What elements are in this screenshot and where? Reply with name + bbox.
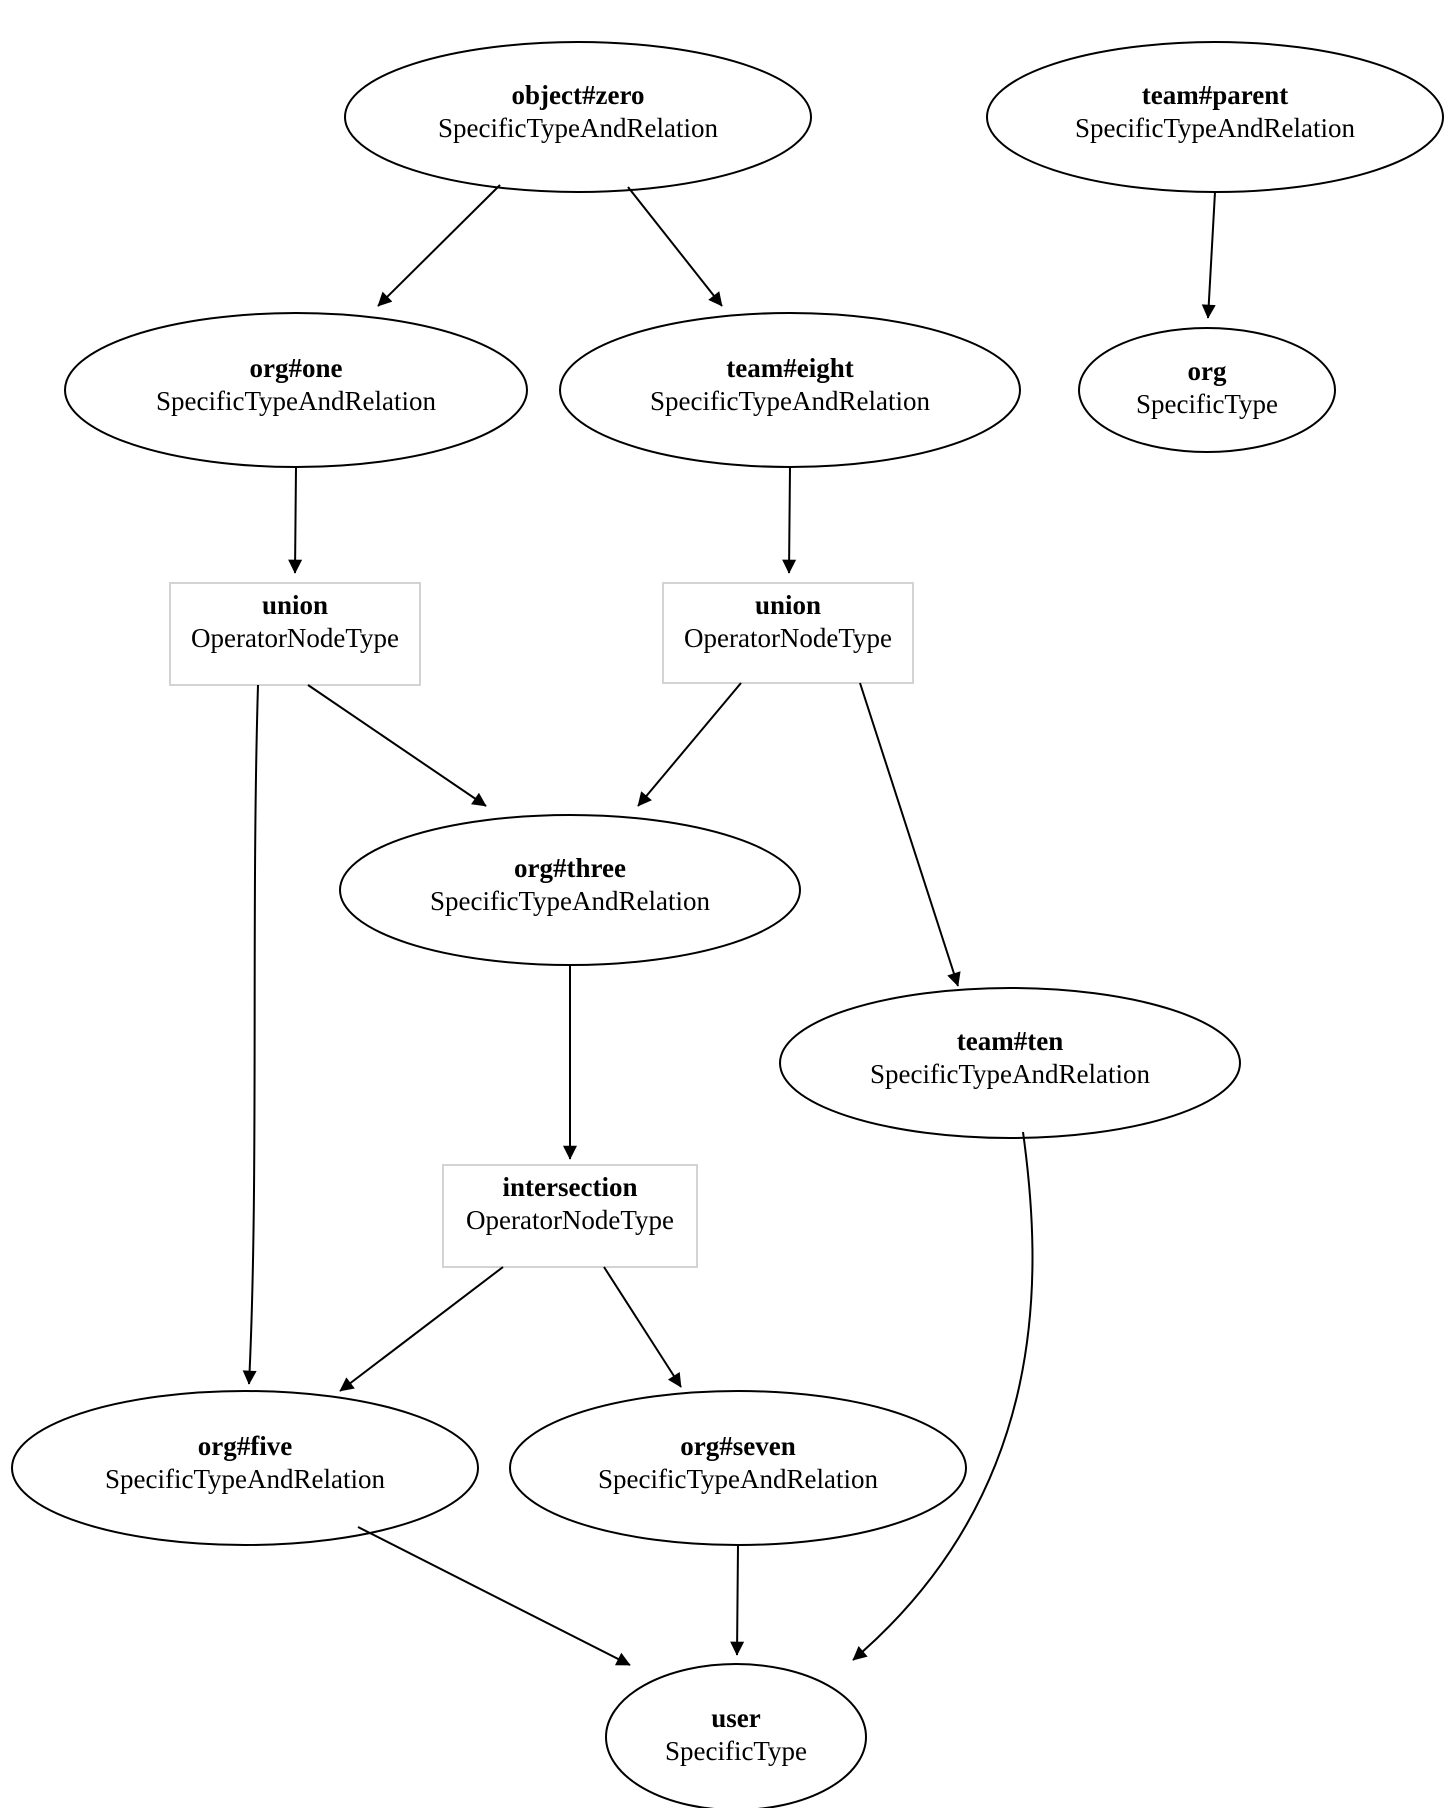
edge-team-parent-to-org xyxy=(1201,191,1216,319)
edge-org-one-to-union-left xyxy=(288,466,303,574)
node-object-zero-shape xyxy=(344,41,812,193)
node-org-shape xyxy=(1078,327,1336,453)
node-team-ten-shape xyxy=(779,987,1241,1139)
edge-team-eight-to-union-right xyxy=(782,466,797,574)
edge-org-seven-to-user xyxy=(730,1544,745,1656)
edge-union-right-to-team-ten xyxy=(859,682,961,987)
node-team-eight-shape xyxy=(559,312,1021,468)
edge-intersection-to-org-seven xyxy=(603,1266,682,1388)
node-user-shape xyxy=(605,1663,867,1808)
edge-intersection-to-org-five xyxy=(339,1266,504,1392)
edge-union-left-to-org-five xyxy=(242,684,259,1385)
edge-org-five-to-user xyxy=(357,1526,631,1666)
node-org-one-shape xyxy=(64,312,528,468)
edge-team-ten-to-user xyxy=(852,1131,1034,1661)
edge-object-zero-to-team-eight xyxy=(627,186,723,307)
node-intersection-shape xyxy=(442,1164,698,1268)
node-team-parent-shape xyxy=(986,41,1444,193)
node-union-right-shape xyxy=(662,582,914,684)
edge-union-right-to-org-three xyxy=(637,682,742,807)
node-org-seven-shape xyxy=(509,1390,967,1546)
node-org-three-shape xyxy=(339,814,801,966)
node-org-five-shape xyxy=(11,1390,479,1546)
node-union-left-shape xyxy=(169,582,421,686)
edge-union-left-to-org-three xyxy=(307,684,487,807)
edge-object-zero-to-org-one xyxy=(377,184,501,307)
